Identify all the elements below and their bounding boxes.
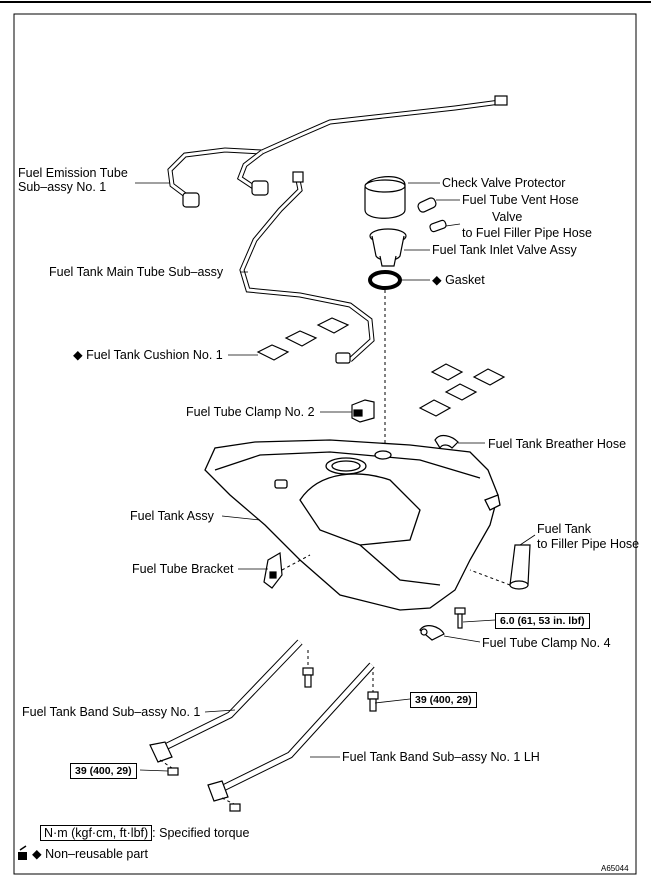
label-fuel-emission-tube-line2: Sub–assy No. 1 — [18, 180, 107, 194]
label-fuel-tube-vent-hose: Fuel Tube Vent Hose — [462, 193, 579, 207]
fuel-tank-band-1-lh-part — [207, 662, 379, 812]
fuel-tank-cushion-parts — [256, 317, 506, 417]
torque-band-1-bolt: 39 (400, 29) — [70, 763, 137, 779]
label-fuel-tank-band-1: Fuel Tank Band Sub–assy No. 1 — [22, 705, 201, 719]
legend-torque-desc: : Specified torque — [152, 826, 250, 840]
bracket-axis — [281, 554, 311, 571]
label-fuel-emission-tube: Fuel Emission Tube Sub–assy No. 1 — [18, 166, 128, 194]
leader-lines — [135, 182, 536, 772]
gasket-part — [368, 270, 402, 290]
label-fuel-tank-filler-line2: to Filler Pipe Hose — [537, 537, 640, 551]
filler-hose-axis — [469, 569, 511, 586]
fuel-tank-main-tube-part — [239, 171, 375, 364]
label-valve: Valve — [492, 210, 523, 224]
fuel-tube-clamp-2-part — [351, 399, 375, 423]
legend-torque-unit: N·m (kgf·cm, ft·lbf) — [40, 825, 153, 841]
label-fuel-tank-filler-line1: Fuel Tank — [537, 522, 591, 536]
fuel-tube-clamp-4-part — [419, 607, 466, 641]
fuel-tank-band-1-part — [149, 639, 314, 776]
torque-band-lh-bolt: 39 (400, 29) — [410, 692, 477, 708]
label-fuel-tank-band-1-lh: Fuel Tank Band Sub–assy No. 1 LH — [342, 750, 540, 764]
label-fuel-tank-cushion: ◆ Fuel Tank Cushion No. 1 — [73, 348, 223, 362]
fuel-tube-bracket-part — [263, 552, 283, 589]
check-valve-protector-part — [364, 176, 406, 219]
label-fuel-tank-breather-hose: Fuel Tank Breather Hose — [488, 437, 627, 451]
label-fuel-tank-main-tube: Fuel Tank Main Tube Sub–assy — [49, 265, 224, 279]
label-gasket: ◆ Gasket — [432, 273, 485, 287]
fuel-tank-part — [204, 439, 501, 611]
label-fuel-tube-clamp-2: Fuel Tube Clamp No. 2 — [186, 405, 315, 419]
fuel-emission-tube-part — [167, 95, 508, 208]
label-valve-to-filler: to Fuel Filler Pipe Hose — [462, 226, 592, 240]
torque-clamp4-bolt: 6.0 (61, 53 in. lbf) — [495, 613, 590, 629]
legend-specified-torque: N·m (kgf·cm, ft·lbf): Specified torque — [40, 825, 250, 841]
label-fuel-tube-clamp-4: Fuel Tube Clamp No. 4 — [482, 636, 611, 650]
fuel-tube-vent-hose-part — [417, 197, 447, 233]
label-fuel-tank-assy: Fuel Tank Assy — [130, 509, 214, 523]
frame-border — [13, 13, 637, 875]
label-fuel-emission-tube-line1: Fuel Emission Tube — [18, 166, 128, 180]
label-check-valve-protector: Check Valve Protector — [442, 176, 566, 190]
legend-torque-icon — [18, 845, 27, 860]
fuel-tank-to-filler-hose-part — [509, 544, 531, 590]
label-fuel-tube-bracket: Fuel Tube Bracket — [132, 562, 234, 576]
fuel-tank-breather-hose-part — [434, 434, 459, 450]
label-fuel-tank-inlet-valve: Fuel Tank Inlet Valve Assy — [432, 243, 577, 257]
legend-non-reusable: ◆ Non–reusable part — [32, 847, 148, 861]
fuel-tank-inlet-valve-part — [369, 228, 407, 267]
figure-code: A65044 — [601, 864, 629, 873]
